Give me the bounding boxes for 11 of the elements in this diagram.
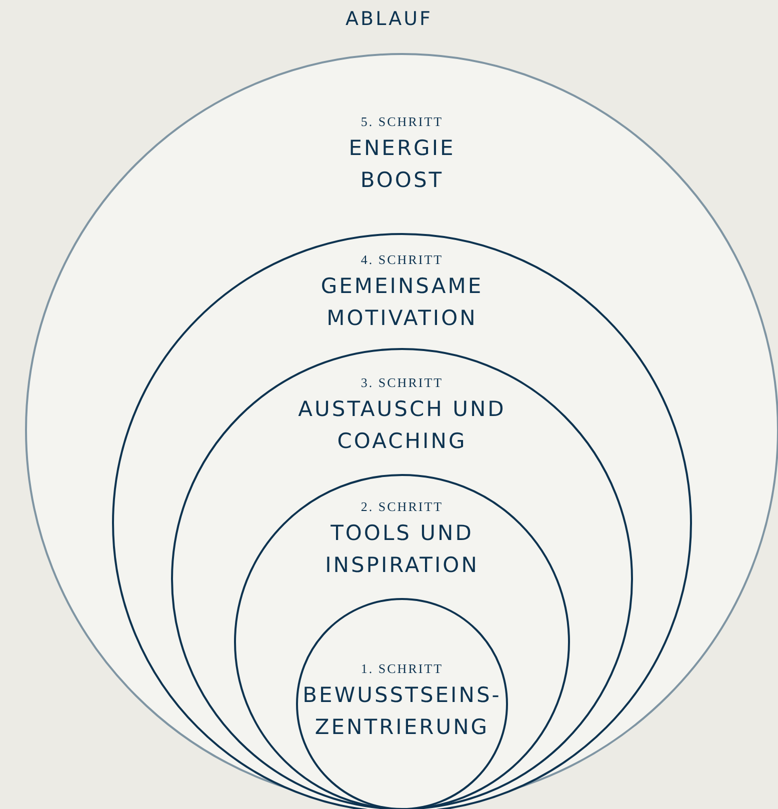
diagram-title: ABLAUF xyxy=(344,8,434,30)
step-number: 1. SCHRITT xyxy=(360,661,444,677)
step-title: ENERGIE BOOST xyxy=(348,135,456,194)
step-title: TOOLS UND INSPIRATION xyxy=(324,520,480,579)
step-number: 3. SCHRITT xyxy=(360,375,444,391)
step-number: 5. SCHRITT xyxy=(360,114,444,130)
step-number: 2. SCHRITT xyxy=(360,499,444,515)
step-number: 4. SCHRITT xyxy=(360,252,444,268)
step-title: BEWUSSTSEINS-ZENTRIERUNG xyxy=(302,682,502,741)
step-title: AUSTAUSCH UND COACHING xyxy=(297,396,507,455)
step-title: GEMEINSAME MOTIVATION xyxy=(320,273,484,332)
